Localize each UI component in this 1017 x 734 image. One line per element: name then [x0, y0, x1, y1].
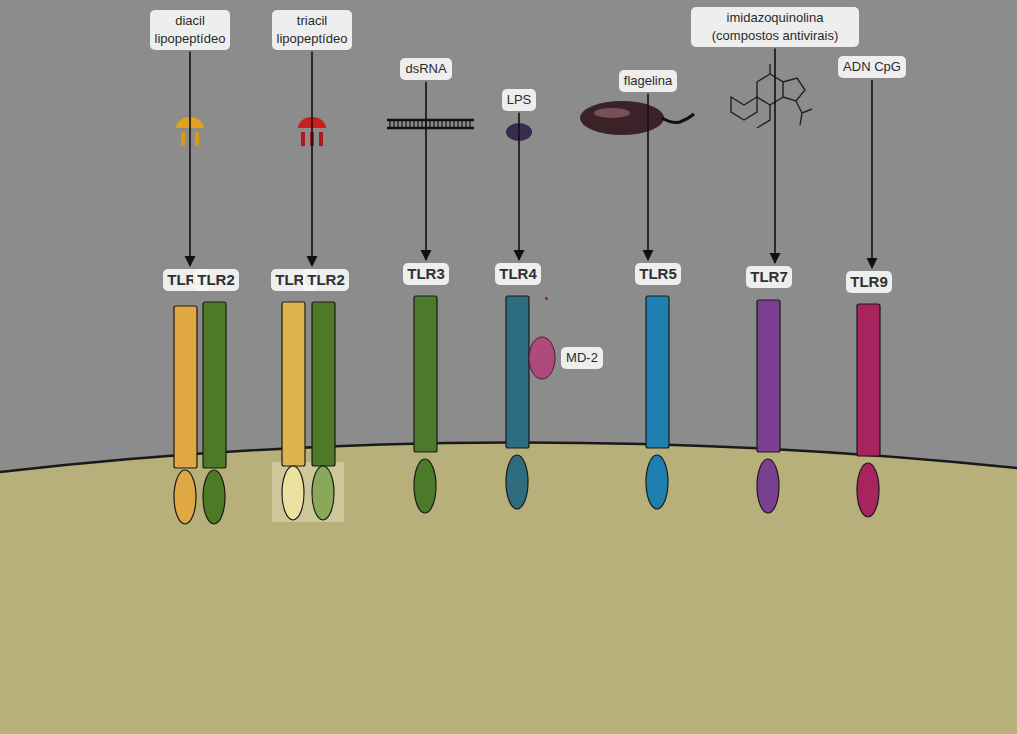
label-text: TLR2 [197, 270, 235, 290]
label-text: TLR3 [407, 264, 445, 284]
label-text: ADN CpG [843, 58, 901, 76]
label-text: flagelina [624, 72, 672, 90]
highlight [272, 462, 344, 522]
label-text: MD-2 [566, 349, 598, 367]
receptor-label: TLR7 [746, 266, 792, 288]
ligand-label: LPS [502, 89, 537, 111]
binding-arrow [774, 49, 776, 263]
label-text: TLR9 [850, 272, 888, 292]
ligand-label: diacil lipopeptídeo [150, 10, 231, 49]
receptor-label: TLR3 [403, 263, 449, 285]
binding-arrow [647, 94, 649, 260]
flagellin-icon [580, 101, 694, 135]
md2-protein [529, 337, 555, 379]
ligand-label: dsRNA [400, 58, 451, 80]
receptor-label: TLR4 [495, 263, 541, 285]
binding-arrow [518, 113, 520, 260]
dot [545, 297, 548, 300]
binding-arrow [189, 52, 191, 266]
binding-arrow [425, 82, 427, 260]
ligand-label: triacil lipopeptídeo [272, 10, 353, 49]
label-text: TLR2 [307, 270, 345, 290]
label-text: dsRNA [405, 60, 446, 78]
binding-arrow [311, 52, 313, 266]
label-text: TLR5 [639, 264, 677, 284]
label-text: triacil lipopeptídeo [277, 12, 348, 47]
receptors [174, 296, 880, 524]
label-text: diacil lipopeptídeo [155, 12, 226, 47]
ligand-label: ADN CpG [838, 56, 906, 78]
receptor-label: TLR9 [846, 271, 892, 293]
ligand-label: imidazoquinolina (compostos antivirais) [691, 7, 859, 46]
receptor-label: TLR2 [193, 269, 239, 291]
ligand-label: flagelina [619, 70, 677, 92]
label-text: LPS [507, 91, 532, 109]
imidazoquinoline-structure [731, 64, 812, 128]
receptor-label: TLR5 [635, 263, 681, 285]
dsrna-icon [387, 120, 474, 128]
label-text: imidazoquinolina (compostos antivirais) [696, 9, 854, 44]
cytoplasm [0, 442, 1017, 734]
ligand-label: MD-2 [561, 347, 603, 369]
binding-arrow [871, 80, 873, 268]
label-text: TLR4 [499, 264, 537, 284]
label-text: TLR7 [750, 267, 788, 287]
receptor-label: TLR2 [303, 269, 349, 291]
